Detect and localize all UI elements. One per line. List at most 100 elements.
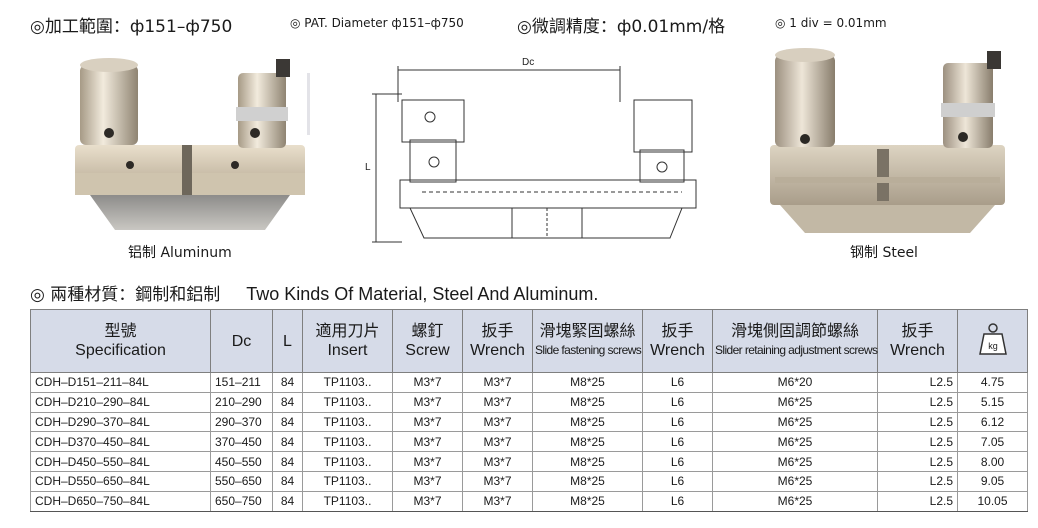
cell-insert: TP1103.. <box>302 490 393 512</box>
cell-wrench: M3*7 <box>462 451 533 472</box>
cell-dc: 210–290 <box>210 391 273 413</box>
cell-slide-screw: M8*25 <box>532 431 643 453</box>
cell-insert: TP1103.. <box>302 470 393 492</box>
cell-wrench: M3*7 <box>462 431 533 453</box>
cell-wrench: M3*7 <box>462 490 533 512</box>
cell-slide-screw: M8*25 <box>532 372 643 393</box>
cell-slide-screw: M8*25 <box>532 411 643 433</box>
cell-slide-screw: M8*25 <box>532 451 643 472</box>
cell-adjust-screw: M6*25 <box>712 391 878 413</box>
cell-wrench: L6 <box>642 431 713 453</box>
aluminum-tool-photo <box>75 58 310 230</box>
cell-spec: CDH–D650–750–84L <box>30 490 211 512</box>
spec-header: ◎加工範圍：ф151–ф750 ◎ PAT. Diameter ф151–ф75… <box>30 12 1020 38</box>
cell-l: 84 <box>272 451 303 472</box>
cell-spec: CDH–D151–211–84L <box>30 372 211 393</box>
cell-wrench: L2.5 <box>877 470 958 492</box>
cell-l: 84 <box>272 470 303 492</box>
svg-text:kg: kg <box>988 341 998 351</box>
cell-dc: 650–750 <box>210 490 273 512</box>
cell-wrench: M3*7 <box>462 470 533 492</box>
cell-weight: 10.05 <box>957 490 1028 512</box>
cell-l: 84 <box>272 490 303 512</box>
cell-wrench: L2.5 <box>877 391 958 413</box>
cell-weight: 6.12 <box>957 411 1028 433</box>
cell-wrench: L2.5 <box>877 411 958 433</box>
cell-dc: 370–450 <box>210 431 273 453</box>
technical-drawing: Dc L <box>365 57 697 243</box>
cell-wrench: L6 <box>642 451 713 472</box>
cell-slide-screw: M8*25 <box>532 490 643 512</box>
cell-weight: 4.75 <box>957 372 1028 393</box>
cell-screw: M3*7 <box>392 372 463 393</box>
cell-l: 84 <box>272 391 303 413</box>
cell-screw: M3*7 <box>392 411 463 433</box>
steel-tool-photo <box>770 48 1005 233</box>
cell-insert: TP1103.. <box>302 411 393 433</box>
cell-l: 84 <box>272 372 303 393</box>
weight-icon: kg <box>978 322 1007 355</box>
cell-dc: 151–211 <box>210 372 273 393</box>
cell-weight: 5.15 <box>957 391 1028 413</box>
cell-wrench: M3*7 <box>462 411 533 433</box>
header-weight: kg <box>957 309 1028 373</box>
section-title-zh: ◎ 兩種材質：鋼制和鋁制 <box>30 285 221 305</box>
cell-wrench: L2.5 <box>877 451 958 472</box>
cell-screw: M3*7 <box>392 451 463 472</box>
cell-insert: TP1103.. <box>302 431 393 453</box>
cell-screw: M3*7 <box>392 391 463 413</box>
machining-range-zh: ◎加工範圍：ф151–ф750 <box>30 17 233 37</box>
cell-dc: 550–650 <box>210 470 273 492</box>
cell-spec: CDH–D290–370–84L <box>30 411 211 433</box>
cell-screw: M3*7 <box>392 470 463 492</box>
header-l: L <box>272 309 303 373</box>
steel-caption: 钢制 Steel <box>850 245 918 261</box>
cell-adjust-screw: M6*25 <box>712 470 878 492</box>
cell-insert: TP1103.. <box>302 391 393 413</box>
cell-weight: 8.00 <box>957 451 1028 472</box>
cell-wrench: L2.5 <box>877 490 958 512</box>
cell-wrench: L6 <box>642 391 713 413</box>
cell-wrench: L6 <box>642 372 713 393</box>
header-dc: Dc <box>210 309 273 373</box>
cell-screw: M3*7 <box>392 431 463 453</box>
aluminum-caption: 铝制 Aluminum <box>128 245 232 261</box>
cell-wrench: L2.5 <box>877 431 958 453</box>
cell-slide-screw: M8*25 <box>532 470 643 492</box>
cell-l: 84 <box>272 431 303 453</box>
cell-weight: 9.05 <box>957 470 1028 492</box>
cell-slide-screw: M8*25 <box>532 391 643 413</box>
cell-dc: 450–550 <box>210 451 273 472</box>
cell-spec: CDH–D210–290–84L <box>30 391 211 413</box>
cell-dc: 290–370 <box>210 411 273 433</box>
precision-en: ◎ 1 div = 0.01mm <box>775 16 887 30</box>
precision-zh: ◎微調精度：ф0.01mm/格 <box>517 17 726 37</box>
cell-wrench: L6 <box>642 490 713 512</box>
cell-adjust-screw: M6*25 <box>712 490 878 512</box>
cell-wrench: M3*7 <box>462 391 533 413</box>
cell-wrench: M3*7 <box>462 372 533 393</box>
cell-adjust-screw: M6*25 <box>712 411 878 433</box>
cell-spec: CDH–D550–650–84L <box>30 470 211 492</box>
l-dimension-label: L <box>365 162 371 173</box>
cell-weight: 7.05 <box>957 431 1028 453</box>
cell-insert: TP1103.. <box>302 372 393 393</box>
cell-adjust-screw: M6*25 <box>712 451 878 472</box>
